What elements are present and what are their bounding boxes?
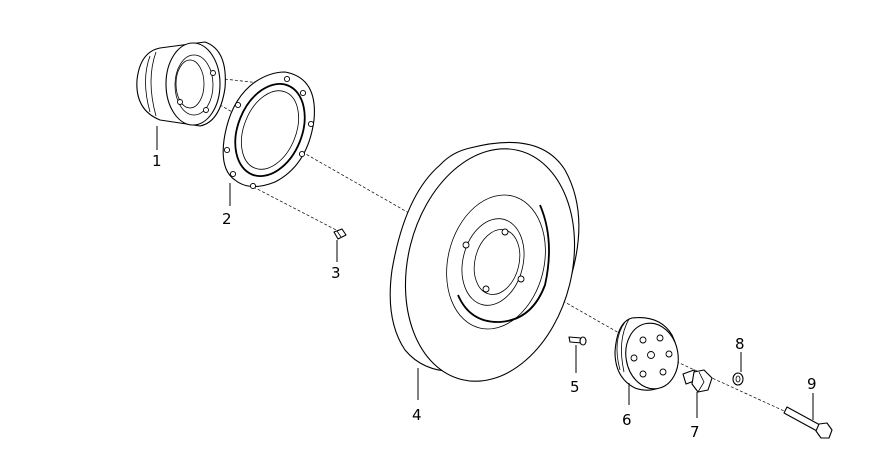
part-1-bearing-ring xyxy=(136,41,226,127)
callout-9: 9 xyxy=(807,375,817,393)
part-9-long-bolt xyxy=(783,406,833,439)
part-4-flywheel xyxy=(389,141,580,382)
callout-3: 3 xyxy=(331,264,341,282)
part-8-washer xyxy=(732,372,744,386)
callout-leaders xyxy=(156,126,814,420)
callout-labels: 1 2 3 4 5 6 7 8 9 xyxy=(152,152,817,441)
callout-5: 5 xyxy=(570,378,580,396)
callout-8: 8 xyxy=(735,335,745,353)
callout-6: 6 xyxy=(622,411,632,429)
callout-7: 7 xyxy=(690,423,700,441)
part-5-bolt xyxy=(568,336,587,346)
callout-2: 2 xyxy=(222,210,232,228)
part-6-pulley xyxy=(614,317,679,391)
callout-1: 1 xyxy=(152,152,162,170)
part-7-hex-bolt xyxy=(682,369,713,393)
part-2-seal-plate xyxy=(222,71,315,190)
callout-4: 4 xyxy=(412,406,422,424)
part-3-small-bolt xyxy=(333,228,347,240)
